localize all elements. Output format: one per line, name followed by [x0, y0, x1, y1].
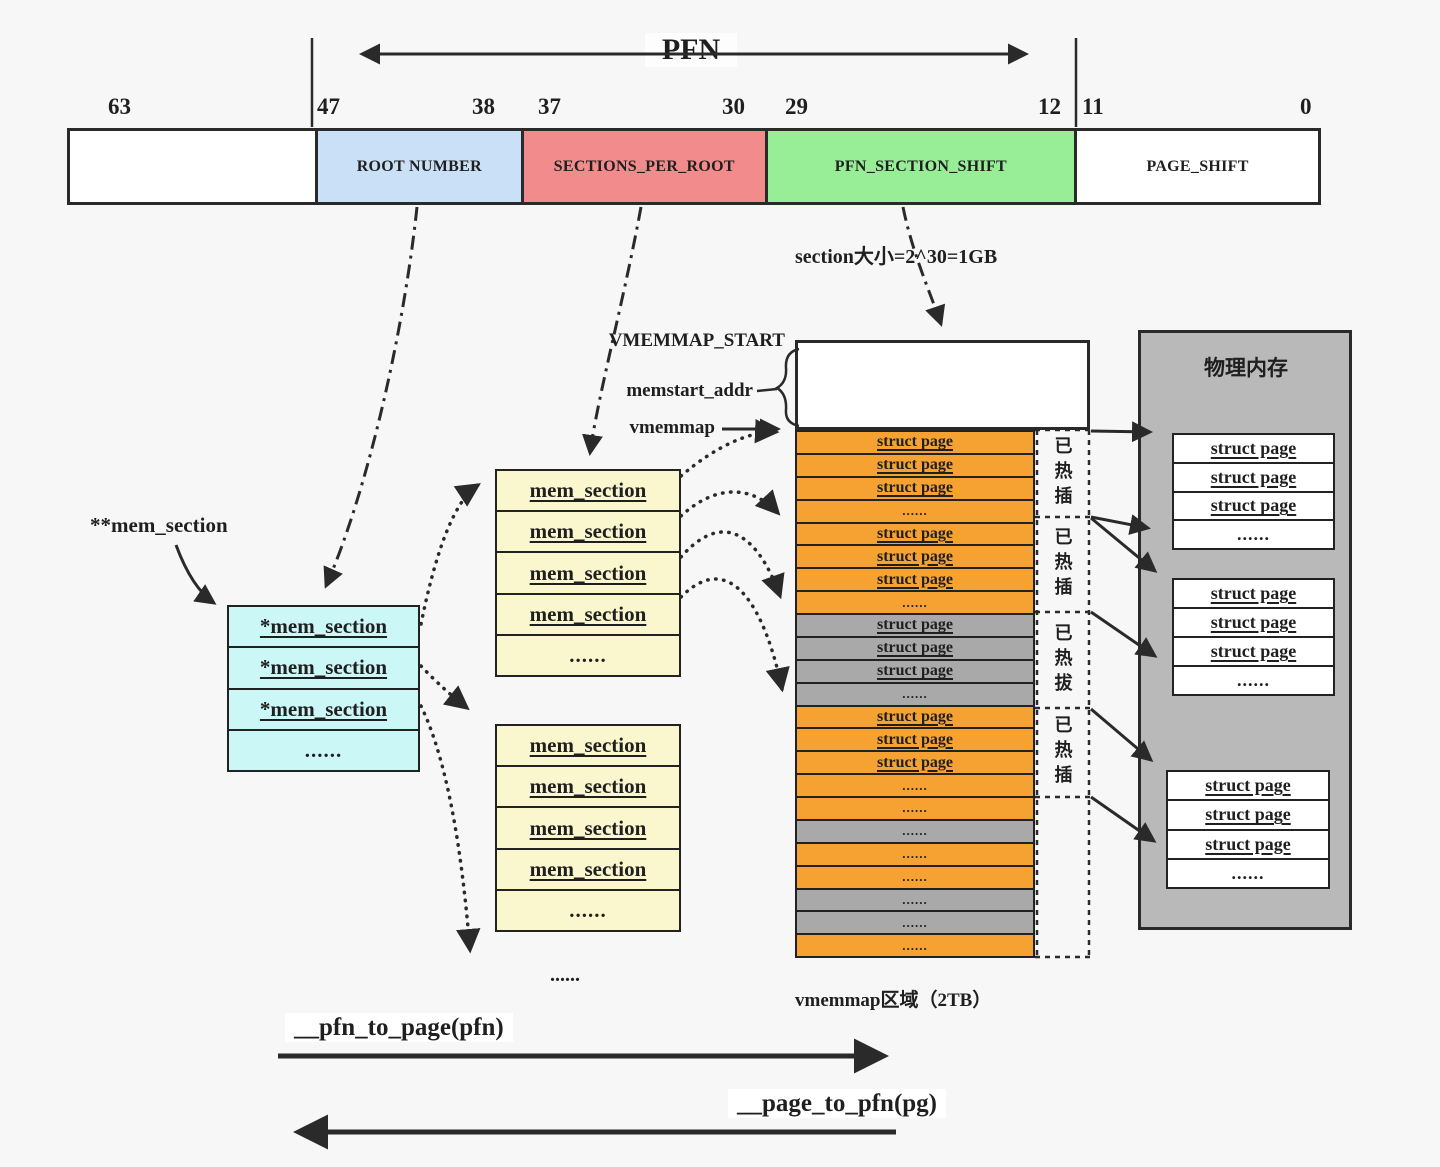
- struct-page-row: struct page: [797, 452, 1033, 476]
- pfn-to-page-label: __pfn_to_page(pfn): [285, 1013, 513, 1042]
- struct-page-row: ......: [797, 818, 1033, 842]
- root-number-connector: [323, 206, 419, 589]
- struct-page-row: struct page: [797, 635, 1033, 659]
- struct-page-row: ......: [797, 796, 1033, 819]
- physmem-page-row: struct page: [1174, 607, 1333, 636]
- mem-section-row: mem_section: [497, 551, 679, 593]
- root-table-row: *mem_section: [229, 687, 418, 729]
- mem-section-row: mem_section: [497, 471, 679, 511]
- zone-hot-added-3: 已热插: [1052, 715, 1073, 790]
- physmem-page-row: struct page: [1174, 580, 1333, 607]
- bit-tick-37: 37: [538, 94, 561, 119]
- physmem-page-row: struct page: [1168, 772, 1328, 800]
- struct-page-row: ......: [797, 590, 1033, 613]
- physmem-page-row: ......: [1174, 519, 1333, 548]
- vmemmap-label: vmemmap: [629, 417, 715, 438]
- physmem-page-row: ......: [1174, 665, 1333, 694]
- physmem-page-row: struct page: [1168, 799, 1328, 829]
- mem-section-row: mem_section: [497, 806, 679, 848]
- struct-page-row: struct page: [797, 727, 1033, 751]
- struct-page-row: ......: [797, 887, 1033, 911]
- root-to-table0-arrow: [419, 483, 481, 626]
- memstart-addr-label: memstart_addr: [626, 380, 753, 401]
- struct-page-row: ......: [797, 498, 1033, 522]
- pfn-label: PFN: [645, 33, 737, 67]
- bit-tick-29: 29: [785, 94, 808, 119]
- vmemmap-start-label: VMEMMAP_START: [608, 330, 785, 351]
- section3-to-group3-arrow: [679, 577, 790, 693]
- root-to-table1-arrow: [419, 664, 470, 711]
- bitfield-root-number: ROOT NUMBER: [314, 131, 521, 202]
- struct-page-row: struct page: [797, 567, 1033, 591]
- mem-section-root-table: *mem_section*mem_section*mem_section....…: [227, 605, 420, 772]
- struct-page-row: struct page: [797, 544, 1033, 568]
- bitfield-unused-high: [70, 131, 315, 202]
- struct-page-row: ......: [797, 864, 1033, 888]
- bit-tick-0: 0: [1300, 94, 1312, 119]
- struct-page-row: ......: [797, 681, 1033, 705]
- struct-page-row: struct page: [797, 658, 1033, 682]
- physical-memory-title: 物理内存: [1204, 356, 1288, 380]
- struct-page-row: struct page: [797, 704, 1033, 728]
- bitfield-page-shift: PAGE_SHIFT: [1074, 131, 1318, 202]
- mem-section-pointer-label: **mem_section: [90, 513, 228, 537]
- bitfield-sections-per-root: SECTIONS_PER_ROOT: [520, 131, 765, 202]
- struct-page-row: struct page: [797, 613, 1033, 636]
- bit-tick-11: 11: [1082, 94, 1104, 119]
- struct-page-row: struct page: [797, 521, 1033, 545]
- struct-page-row: ......: [797, 773, 1033, 796]
- mem-section-row: ......: [497, 888, 679, 931]
- bit-tick-63: 63: [108, 94, 131, 119]
- root-table-row: *mem_section: [229, 607, 418, 647]
- physmem-page-row: struct page: [1174, 636, 1333, 665]
- physmem-page-row: struct page: [1168, 828, 1328, 858]
- root-table-row: *mem_section: [229, 646, 418, 688]
- mem-section-pointer-arrow: [174, 544, 217, 605]
- physmem-page-row: struct page: [1174, 490, 1333, 520]
- zone-unlabeled: [1035, 797, 1090, 958]
- root-to-more-arrow: [419, 704, 481, 954]
- physmem-page-row: struct page: [1174, 435, 1333, 462]
- zone-hot-removed: 已热拔: [1052, 622, 1073, 698]
- mem-section-row: ......: [497, 633, 679, 676]
- bit-tick-38: 38: [472, 94, 495, 119]
- physmem-page-row: ......: [1168, 857, 1328, 887]
- bitfield-pfn-section-shift: PFN_SECTION_SHIFT: [764, 131, 1075, 202]
- mem-section-row: mem_section: [497, 765, 679, 807]
- zone-hot-added-1: 已热插: [1052, 436, 1073, 511]
- mem-section-row: mem_section: [497, 592, 679, 634]
- more-tables-ellipsis: ......: [550, 964, 580, 986]
- mem-section-row: mem_section: [497, 847, 679, 889]
- section1-to-group1-arrow: [679, 489, 781, 518]
- memstart-addr-connector: [756, 387, 778, 393]
- address-bitfield: ROOT NUMBER SECTIONS_PER_ROOT PFN_SECTIO…: [67, 128, 1321, 205]
- struct-page-row: ......: [797, 933, 1033, 957]
- bit-tick-12: 12: [1038, 94, 1061, 119]
- struct-page-row: ......: [797, 910, 1033, 934]
- section-size-note: section大小=2^30=1GB: [795, 246, 998, 268]
- root-table-row: ......: [229, 728, 418, 770]
- section2-to-group2-arrow: [679, 530, 785, 600]
- struct-page-row: struct page: [797, 432, 1033, 453]
- struct-page-row: ......: [797, 841, 1033, 865]
- struct-page-row: struct page: [797, 750, 1033, 774]
- zone-hot-added-2: 已热插: [1052, 527, 1073, 602]
- page-to-pfn-label: __page_to_pfn(pg): [728, 1089, 947, 1118]
- mem-section-row: mem_section: [497, 726, 679, 766]
- vmemmap-region-label: vmemmap区域（2TB）: [795, 990, 992, 1011]
- vmemmap-head-box: [795, 340, 1090, 430]
- mem-section-row: mem_section: [497, 510, 679, 552]
- bit-tick-30: 30: [722, 94, 745, 119]
- physmem-page-row: struct page: [1174, 461, 1333, 491]
- bit-tick-47: 47: [317, 94, 340, 119]
- struct-page-row: struct page: [797, 475, 1033, 499]
